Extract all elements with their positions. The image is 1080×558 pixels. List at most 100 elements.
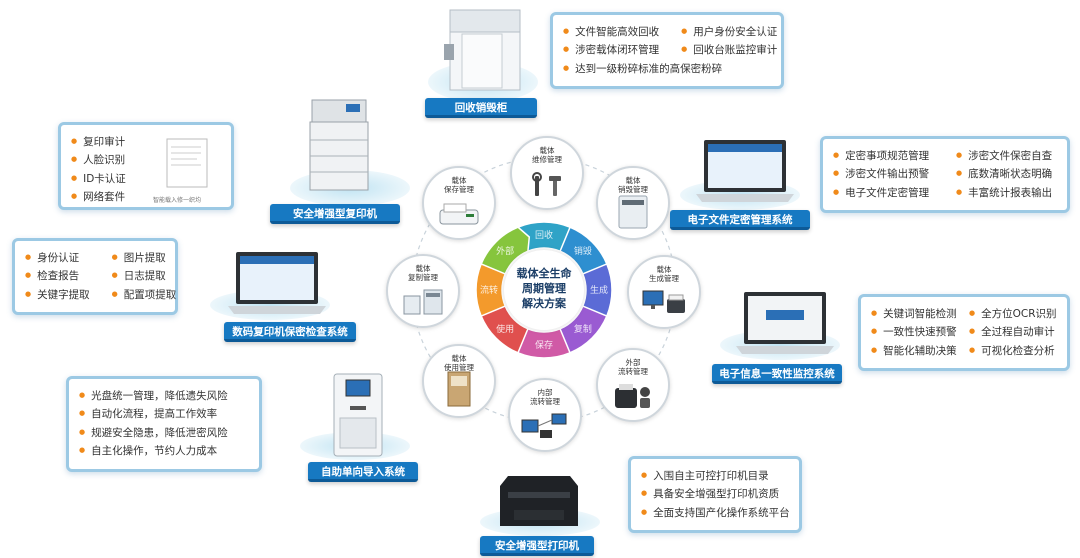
- feature-item: 涉密载体闭环管理: [563, 41, 659, 59]
- lifecycle-ring: [475, 221, 613, 359]
- center-line-2: 周期管理: [522, 282, 566, 295]
- node-copy-line1: 载体: [415, 264, 431, 273]
- node-generate-line2: 生成管理: [649, 274, 679, 283]
- feature-item: 文件智能高效回收: [563, 23, 659, 41]
- recycle-cabinet-label: 回收销毁柜: [425, 98, 537, 118]
- feature-item: 定密事项规范管理: [833, 147, 934, 165]
- feature-item: 配置项提取: [112, 286, 177, 304]
- feature-item: 网络套件: [71, 188, 221, 206]
- feature-item: 复印审计: [71, 133, 221, 151]
- feature-item: 自动化流程，提高工作效率: [79, 405, 249, 423]
- doc-mgmt-laptop-image: [696, 140, 794, 202]
- envelope-icon: [447, 371, 471, 407]
- center-hub: 载体全生命 周期管理 解决方案: [504, 250, 584, 330]
- feature-item: 可视化检查分析: [969, 342, 1057, 360]
- network-devices-icon: [521, 413, 567, 438]
- node-internal-line2: 流转管理: [530, 397, 560, 406]
- node-internal[interactable]: 内部 流转管理: [508, 378, 582, 452]
- digital-copy-label: 数码复印机保密检查系统: [224, 322, 356, 342]
- node-use-line2: 使用管理: [444, 363, 474, 372]
- feature-item: 全方位OCR识别: [969, 305, 1057, 323]
- feature-item: 入围自主可控打印机目录: [641, 467, 789, 485]
- shredder-icon: [618, 195, 648, 229]
- feature-item: 图片提取: [112, 249, 177, 267]
- feature-item: 关键词智能检测: [871, 305, 957, 323]
- import-sys-label: 自助单向导入系统: [308, 462, 418, 482]
- printer-image: [500, 476, 578, 526]
- ring-label: 流转: [480, 284, 498, 296]
- feature-item: 日志提取: [112, 267, 177, 285]
- node-destroy-line2: 销毁管理: [618, 185, 648, 194]
- ring-label: 复制: [574, 323, 592, 335]
- feature-item: 涉密文件保密自查: [956, 147, 1057, 165]
- feature-item: 达到一级粉碎标准的高保密粉碎: [563, 60, 771, 78]
- ring-label: 生成: [590, 284, 608, 296]
- node-use-line1: 载体: [451, 354, 467, 363]
- node-external-line1: 外部: [625, 358, 641, 367]
- printer-features-box: 入围自主可控打印机目录 具备安全增强型打印机资质 全面支持国产化操作系统平台: [628, 456, 802, 534]
- copier-label: 安全增强型复印机: [270, 204, 400, 224]
- feature-item: 具备安全增强型打印机资质: [641, 485, 789, 503]
- node-internal-line1: 内部: [537, 388, 553, 397]
- consistency-laptop-image: [736, 292, 834, 354]
- ring-label: 保存: [535, 339, 553, 351]
- node-save[interactable]: 载体 保存管理: [422, 166, 496, 240]
- node-destroy[interactable]: 载体 销毁管理: [596, 166, 670, 240]
- feature-item: 规避安全隐患，降低泄密风险: [79, 424, 249, 442]
- printer-monitor-icon: [642, 290, 685, 313]
- feature-item: 一致性快速预警: [871, 323, 957, 341]
- node-copy-line2: 复制管理: [408, 273, 438, 282]
- node-maintenance-line2: 维修管理: [532, 155, 562, 164]
- feature-item: 底数清晰状态明确: [956, 165, 1057, 183]
- recycle-cabinet-image: [444, 9, 521, 91]
- scanner-icon: [439, 203, 479, 225]
- digital-copy-features-box: 身份认证 检查报告 关键字提取 图片提取 日志提取 配置项提取: [12, 238, 178, 316]
- feature-item: 身份认证: [25, 249, 90, 267]
- feature-item: 全面支持国产化操作系统平台: [641, 504, 790, 522]
- node-external[interactable]: 外部 流转管理: [596, 348, 670, 422]
- feature-item: 全过程自动审计: [969, 323, 1057, 341]
- center-line-1: 载体全生命: [516, 267, 572, 280]
- feature-item: 检查报告: [25, 267, 90, 285]
- recycle-features-box: 文件智能高效回收涉密载体闭环管理 用户身份安全认证回收台账监控审计 达到一级粉碎…: [550, 12, 784, 90]
- feature-item: 光盘统一管理，降低遗失风险: [79, 387, 249, 405]
- feature-item: 用户身份安全认证: [681, 23, 777, 41]
- copier-icon: [403, 289, 443, 315]
- label-printer-icon: [615, 384, 650, 408]
- ring-label: 使用: [496, 323, 514, 335]
- node-generate[interactable]: 载体 生成管理: [627, 255, 701, 329]
- center-line-3: 解决方案: [522, 297, 566, 310]
- feature-item: 关键字提取: [25, 286, 90, 304]
- feature-item: ID卡认证: [71, 170, 221, 188]
- feature-item: 智能化辅助决策: [871, 342, 957, 360]
- feature-item: 涉密文件输出预警: [833, 165, 934, 183]
- node-use[interactable]: 载体 使用管理: [422, 344, 496, 418]
- digital-copy-laptop-image: [228, 252, 326, 314]
- copier-image: [309, 99, 369, 191]
- node-save-line1: 载体: [451, 176, 467, 185]
- document-caption: 智能载入修一织均: [153, 197, 202, 204]
- ring-label: 外部: [496, 245, 514, 257]
- consistency-label: 电子信息一致性监控系统: [712, 364, 842, 384]
- node-save-line2: 保存管理: [444, 185, 474, 194]
- node-maintenance[interactable]: 载体 维修管理: [510, 136, 584, 210]
- document-thumbnail: [166, 138, 208, 188]
- ring-label: 销毁: [574, 245, 592, 257]
- feature-item: 丰富统计报表输出: [956, 184, 1057, 202]
- doc-mgmt-label: 电子文件定密管理系统: [670, 210, 810, 230]
- printer-label: 安全增强型打印机: [480, 536, 594, 556]
- ring-label: 回收: [535, 229, 553, 241]
- node-copy[interactable]: 载体 复制管理: [386, 254, 460, 328]
- feature-item: 电子文件定密管理: [833, 184, 934, 202]
- node-generate-line1: 载体: [656, 265, 672, 274]
- feature-item: 回收台账监控审计: [681, 41, 777, 59]
- import-features-box: 光盘统一管理，降低遗失风险 自动化流程，提高工作效率 规避安全隐患，降低泄密风险…: [66, 376, 262, 472]
- feature-item: 人脸识别: [71, 151, 221, 169]
- import-kiosk-image: [333, 373, 383, 457]
- doc-mgmt-features-box: 定密事项规范管理 涉密文件输出预警 电子文件定密管理 涉密文件保密自查 底数清晰…: [820, 136, 1070, 214]
- node-maintenance-line1: 载体: [539, 146, 555, 155]
- ring-segment: [480, 226, 531, 275]
- wrench-icon: [532, 172, 561, 196]
